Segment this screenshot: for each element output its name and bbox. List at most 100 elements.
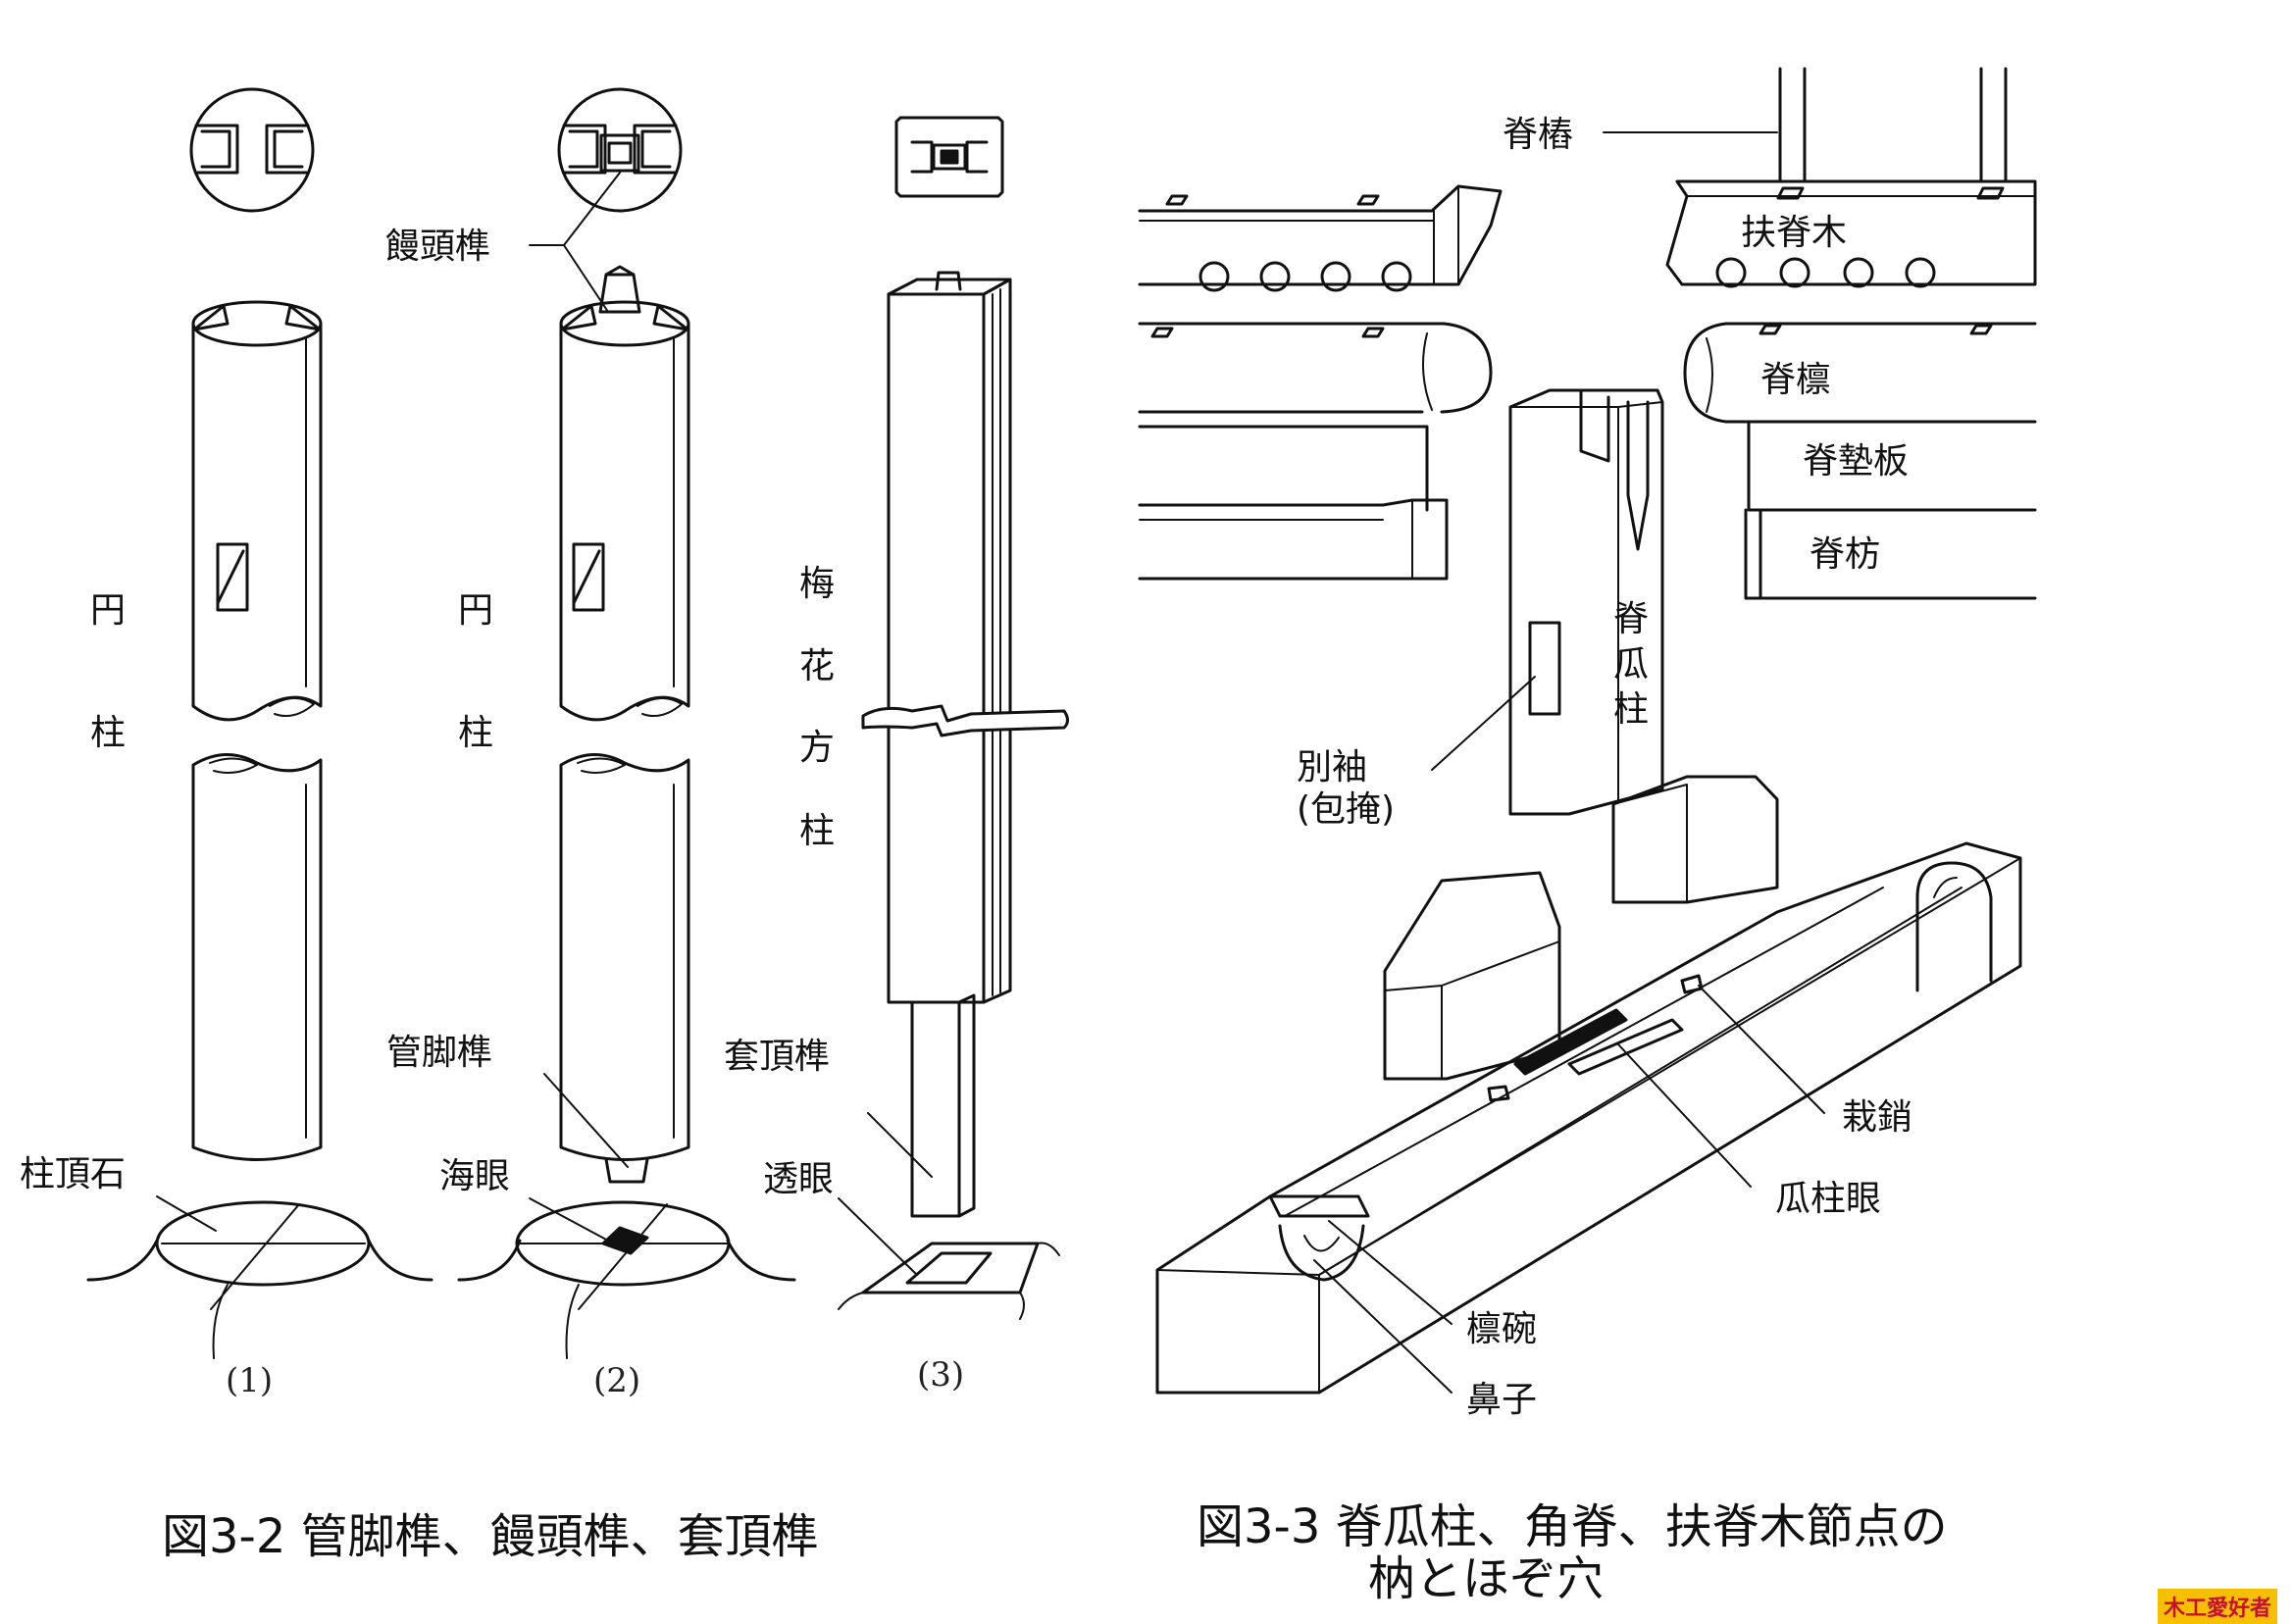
jiguazhu-slot	[1581, 392, 1608, 461]
right-jilin	[1726, 324, 2035, 422]
left-jifang	[1140, 500, 1447, 579]
c1-break-bottom	[210, 758, 257, 773]
c3-break-band	[863, 706, 1068, 736]
caption-fig-3-3-line1: 図3-3 脊瓜柱、角脊、扶脊木節点の	[1197, 1499, 1948, 1554]
label-zhudingshi: 柱頂石	[20, 1154, 127, 1194]
near-linwan	[1280, 1226, 1363, 1280]
c2-mantou-tenon	[600, 267, 639, 312]
far-linwan	[1917, 863, 1991, 990]
guazhuyan-slot-1	[1515, 1010, 1626, 1074]
left-jilin-pegs	[1152, 329, 1383, 336]
column-1-drawing	[88, 89, 432, 1358]
c2-top-view	[559, 89, 681, 211]
label-jiguazhu-3: 柱	[1613, 689, 1650, 730]
c3-tenon-core	[942, 151, 957, 163]
left-fujimu-holes	[1200, 263, 1410, 290]
c3-top-face	[889, 279, 1010, 294]
c1-base-lines	[162, 1204, 365, 1309]
left-jidianban	[1140, 427, 1427, 510]
c3-tenon-top	[934, 145, 965, 169]
label-bizi: 鼻子	[1466, 1380, 1538, 1420]
c2-break-bottom	[578, 758, 625, 773]
c1-top-view	[191, 89, 313, 211]
right-jilin-end	[1685, 324, 1726, 422]
c2-guanjiao-tenon	[606, 1159, 647, 1182]
label-fujimu: 扶脊木	[1741, 213, 1848, 253]
label-haiyan: 海眼	[439, 1156, 511, 1196]
left-fujimu-pegs	[1167, 196, 1378, 204]
c3-top-notches	[912, 142, 987, 172]
roof-joint-drawing	[1140, 69, 2035, 1393]
leader-biexiu	[1432, 677, 1535, 770]
ridge-block-front	[1385, 873, 1559, 1079]
c3-front-face	[889, 294, 984, 1002]
zaixiao-pin-1	[1489, 1087, 1508, 1100]
c3-top-tenon	[937, 273, 960, 289]
c2-leader-mantou	[530, 173, 620, 312]
label-meihua-3: 方	[799, 728, 836, 768]
caption-fig-3-3-line2: 枘とほぞ穴	[1368, 1551, 1605, 1606]
c1-stone-crack	[214, 1285, 228, 1358]
label-yuanzhu-2-a: 円	[458, 590, 494, 631]
leader-zaixiao	[1699, 986, 1824, 1113]
leader-bizi	[1314, 1260, 1452, 1393]
label-jilin: 脊檩	[1760, 360, 1832, 400]
c3-top-view	[896, 118, 1002, 196]
c2-mortise	[574, 544, 603, 610]
near-linwan-top	[1270, 1196, 1368, 1216]
label-meihua-4: 柱	[799, 811, 836, 851]
sublabel-2: (2)	[593, 1361, 641, 1400]
left-fujimu	[1140, 186, 1501, 284]
c2-lower-body	[561, 754, 688, 1159]
label-jiguazhu-2: 瓜	[1613, 644, 1650, 685]
label-linwan: 檩碗	[1466, 1309, 1538, 1349]
left-fujimu-edges	[1140, 186, 1458, 284]
zaixiao-pin-2	[1682, 976, 1702, 992]
c2-stone-crack	[567, 1285, 580, 1358]
right-fujimu-pegs	[1778, 188, 2003, 198]
label-mantou: 饅頭榫	[384, 227, 491, 267]
c1-base-ground	[88, 1241, 432, 1280]
c2-top-ellipse	[561, 302, 688, 345]
c3-chamfer-lines	[993, 289, 1000, 995]
c2-haiyan-hole	[603, 1228, 647, 1253]
label-taoding: 套頂榫	[724, 1037, 831, 1077]
label-touyan: 透眼	[763, 1159, 835, 1199]
c2-base-lines	[520, 1204, 728, 1309]
leader-guazhuyan	[1618, 1044, 1751, 1187]
c1-upper-body	[193, 324, 321, 720]
c3-leader-taoding	[868, 1113, 932, 1177]
jiguazhu-body	[1510, 390, 1662, 814]
right-jilin-shade	[1707, 338, 1712, 412]
c1-top-notches	[194, 306, 320, 330]
near-bizi	[1304, 1236, 1339, 1251]
jizhuang-posts	[1780, 69, 2006, 181]
label-guanjiao: 管脚榫	[386, 1033, 493, 1073]
leader-linwan	[1329, 1221, 1452, 1324]
label-baoyan: (包掩)	[1297, 789, 1396, 830]
right-fujimu-holes	[1717, 259, 1934, 286]
c1-lower-body	[193, 754, 321, 1159]
far-linwan-shade	[1934, 878, 1957, 897]
label-biexiu: 別袖	[1297, 747, 1368, 787]
c3-taoding-tenon	[912, 995, 974, 1216]
c1-notch-left	[196, 126, 237, 173]
c2-break-top	[637, 698, 682, 716]
c1-break-top	[270, 698, 314, 716]
right-jidianban	[1749, 424, 2035, 510]
c2-leader-guanjiao	[544, 1074, 628, 1167]
c1-leader-stone	[157, 1196, 216, 1231]
c2-notch-left	[564, 126, 605, 173]
c3-side-face	[984, 279, 1010, 1002]
watermark-logo: 木工愛好者	[2158, 1589, 2278, 1624]
jiaoji-beam-grooves	[1285, 888, 1962, 1275]
c2-base-ground	[459, 1241, 794, 1280]
right-jilin-pegs	[1760, 326, 1991, 333]
label-meihua-2: 花	[799, 646, 836, 686]
jiguazhu-tenon	[1628, 402, 1648, 549]
c3-leader-touyan	[839, 1198, 917, 1275]
left-jilin	[1140, 324, 1444, 412]
c2-upper-body	[561, 324, 688, 720]
